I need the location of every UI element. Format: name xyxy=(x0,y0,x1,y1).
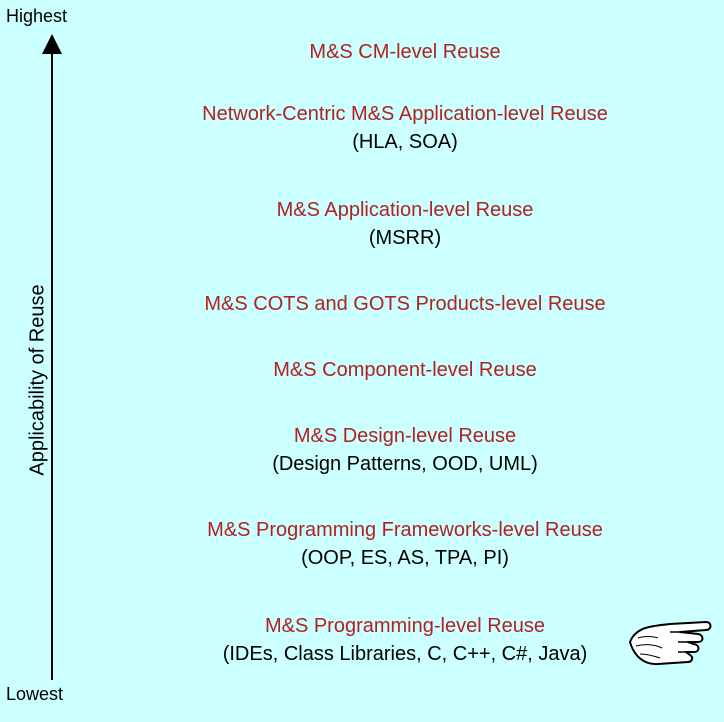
level-examples: (IDEs, Class Libraries, C, C++, C#, Java… xyxy=(222,643,588,665)
level-name: M&S Design-level Reuse xyxy=(293,425,517,447)
level-name: M&S Programming Frameworks-level Reuse xyxy=(207,519,603,541)
level-name: M&S COTS and GOTS Products-level Reuse xyxy=(204,293,606,315)
level-name: Network-Centric M&S Application-level Re… xyxy=(202,103,608,125)
level-programming-frameworks: M&S Programming Frameworks-level Reuse (… xyxy=(120,516,690,572)
level-name: M&S Component-level Reuse xyxy=(273,359,537,381)
pointing-hand-icon xyxy=(629,621,712,666)
level-cots-gots: M&S COTS and GOTS Products-level Reuse xyxy=(120,290,690,318)
axis-arrow xyxy=(42,34,62,680)
level-network-centric: Network-Centric M&S Application-level Re… xyxy=(120,100,690,156)
axis-top-label: Highest xyxy=(6,6,68,26)
level-application: M&S Application-level Reuse (MSRR) xyxy=(120,196,690,252)
axis-bottom-label: Lowest xyxy=(6,684,64,704)
level-examples: (OOP, ES, AS, TPA, PI) xyxy=(301,547,509,569)
level-examples: (Design Patterns, OOD, UML) xyxy=(272,453,538,475)
level-design: M&S Design-level Reuse (Design Patterns,… xyxy=(120,422,690,478)
level-name: M&S CM-level Reuse xyxy=(309,41,501,63)
level-name: M&S Programming-level Reuse xyxy=(264,615,546,637)
level-examples: (MSRR) xyxy=(368,227,442,249)
level-examples: (HLA, SOA) xyxy=(352,131,458,153)
level-cm: M&S CM-level Reuse xyxy=(120,38,690,66)
arrow-head xyxy=(42,34,62,54)
level-programming: M&S Programming-level Reuse (IDEs, Class… xyxy=(120,612,690,668)
level-component: M&S Component-level Reuse xyxy=(120,356,690,384)
level-name: M&S Application-level Reuse xyxy=(276,199,534,221)
